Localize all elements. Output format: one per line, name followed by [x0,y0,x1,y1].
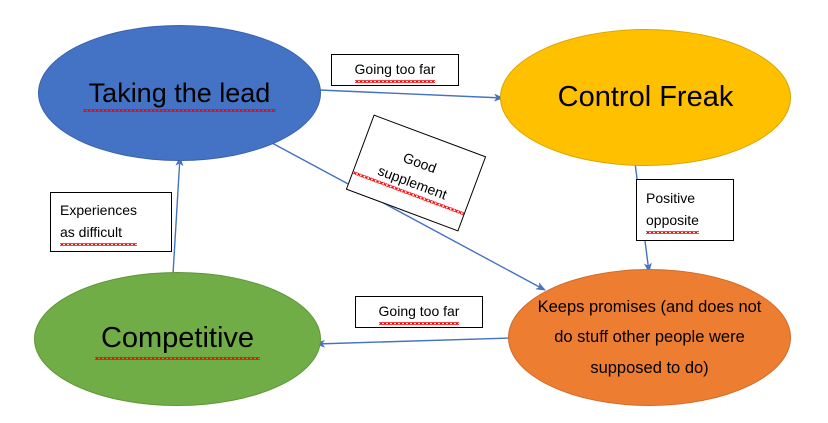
node-taking-the-lead[interactable]: Taking the lead [38,25,321,161]
edge-label-going-too-far-bottom[interactable]: Going too far [355,296,483,328]
edge-label-going-too-far-top-text: Going too far [354,59,435,83]
node-keeps-promises[interactable]: Keeps promises (and does not do stuff ot… [508,269,791,406]
node-taking-the-lead-label: Taking the lead [82,76,277,112]
node-control-freak[interactable]: Control Freak [500,29,791,166]
edge-label-experiences-as-difficult-text: Experiences as difficult [60,200,138,247]
edge-competitive-to-lead [172,156,184,275]
node-keeps-promises-label: Keeps promises (and does not do stuff ot… [537,297,762,377]
edge-lead-to-keeps [271,142,546,291]
node-competitive[interactable]: Competitive [34,272,321,406]
edge-label-experiences-as-difficult[interactable]: Experiences as difficult [50,192,172,252]
edge-label-going-too-far-bottom-text: Going too far [378,301,459,325]
node-competitive-label: Competitive [94,320,261,360]
edge-lead-to-control [318,89,504,102]
edge-keeps-to-competitive [315,337,511,348]
edge-label-positive-opposite[interactable]: Positive opposite [636,179,734,241]
edge-label-going-too-far-top[interactable]: Going too far [331,54,459,86]
node-control-freak-label: Control Freak [557,80,734,113]
edge-label-positive-opposite-text: Positive opposite [646,188,699,235]
